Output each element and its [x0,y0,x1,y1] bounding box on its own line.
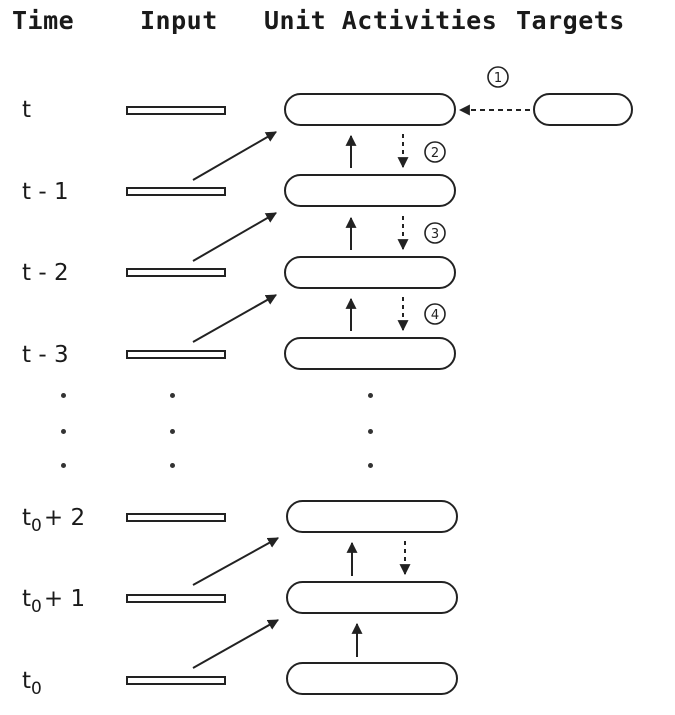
step-marker-text: 4 [431,308,439,323]
time-label-t-minus-3: t - 3 [22,342,69,368]
step-marker-text: 2 [431,146,439,161]
ellipsis-dot [61,463,66,468]
input-to-unit-arrow [192,619,279,669]
input-bar [126,187,226,196]
step-marker-1: 1 [487,66,509,88]
time-label-offset: + 2 [43,505,86,531]
time-label-base: t [22,668,32,694]
step-marker-2: 2 [424,141,446,163]
time-label-subscript: 0 [31,597,42,617]
unit-activity-box [284,174,456,207]
unit-activity-box [286,500,458,533]
input-bar [126,676,226,685]
ellipsis-dot [368,393,373,398]
step-marker-text: 3 [431,227,439,242]
time-label-offset: + 1 [43,586,86,612]
input-bar [126,350,226,359]
input-bar [126,594,226,603]
ellipsis-dot [368,463,373,468]
unit-activity-box [286,581,458,614]
time-label-base: t [22,586,32,612]
step-marker-4: 4 [424,303,446,325]
time-label-base: t [22,505,32,531]
time-label-t-minus-2: t - 2 [22,260,69,286]
input-header: Input [140,6,218,35]
input-to-unit-arrow [192,537,279,586]
time-label-t: t [22,97,32,123]
input-bar [126,106,226,115]
target-box [533,93,633,126]
unit-activity-box [284,93,456,126]
ellipsis-dot [170,463,175,468]
input-to-unit-arrow [192,294,277,343]
unit-activity-box [286,662,458,695]
ellipsis-dot [61,393,66,398]
time-label-subscript: 0 [31,516,42,536]
input-bar [126,513,226,522]
input-bar [126,268,226,277]
time-label-t-minus-1: t - 1 [22,179,69,205]
input-to-unit-arrow [192,131,277,181]
input-to-unit-arrow [192,212,277,262]
time-label-subscript: 0 [31,679,42,699]
targets-header: Targets [516,6,625,35]
ellipsis-dot [61,429,66,434]
time-label-t0-plus-1: t0+ 1 [22,585,85,621]
ellipsis-dot [368,429,373,434]
unit-activity-box [284,256,456,289]
unit-activity-box [284,337,456,370]
step-marker-text: 1 [494,71,502,86]
time-header: Time [12,6,75,35]
ellipsis-dot [170,429,175,434]
time-label-t0: t0 [22,667,44,703]
step-marker-3: 3 [424,222,446,244]
time-label-t0-plus-2: t0+ 2 [22,504,85,540]
unit-activities-header: Unit Activities [264,6,498,35]
ellipsis-dot [170,393,175,398]
